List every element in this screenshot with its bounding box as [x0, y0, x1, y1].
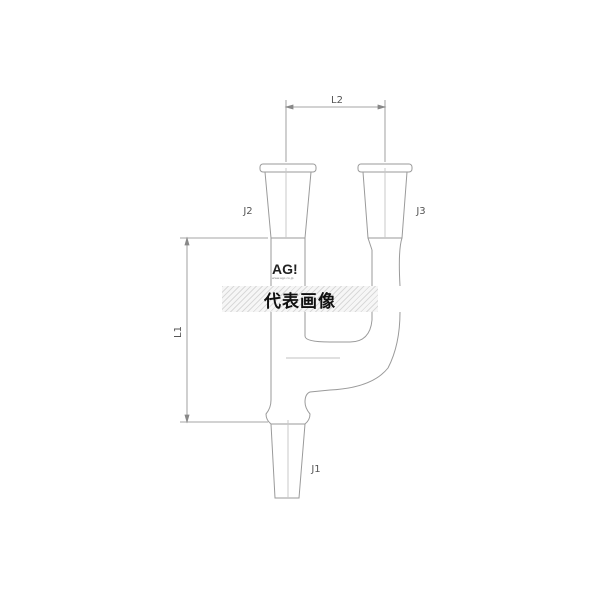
representative-image-banner: 代表画像: [222, 286, 378, 312]
l1-arrow-top: [184, 236, 190, 246]
logo-subtext: www.agc.co.jp: [272, 276, 294, 280]
left-joint-lip: [259, 163, 317, 173]
bottom-neck-right: [304, 401, 311, 425]
l1-label: L1: [173, 326, 184, 338]
right-tube-inner-neck: [367, 237, 373, 251]
bottom-joint-taper: [270, 423, 306, 499]
l2-arrow-left: [284, 104, 294, 110]
dimension-l1: [180, 236, 268, 424]
l1-arrow-bottom: [184, 414, 190, 424]
joint-j3-label: J3: [415, 206, 425, 217]
l2-arrow-right: [377, 104, 387, 110]
inner-u-bend: [304, 312, 373, 343]
joint-j1-label: J1: [310, 464, 320, 475]
bottom-neck-left: [265, 399, 272, 425]
logo-text: AG!: [272, 261, 298, 277]
watermark-logo: AG! www.agc.co.jp: [272, 262, 312, 280]
dimension-l2: [284, 100, 387, 162]
adapter-outline: [259, 163, 413, 499]
joint-j2-label: J2: [242, 206, 252, 217]
l2-label: L2: [331, 95, 343, 106]
right-tube-outer-upper: [398, 237, 403, 287]
banner-text: 代表画像: [264, 291, 336, 312]
left-joint-taper: [264, 171, 312, 239]
right-tube-outer-curve: [304, 311, 401, 403]
